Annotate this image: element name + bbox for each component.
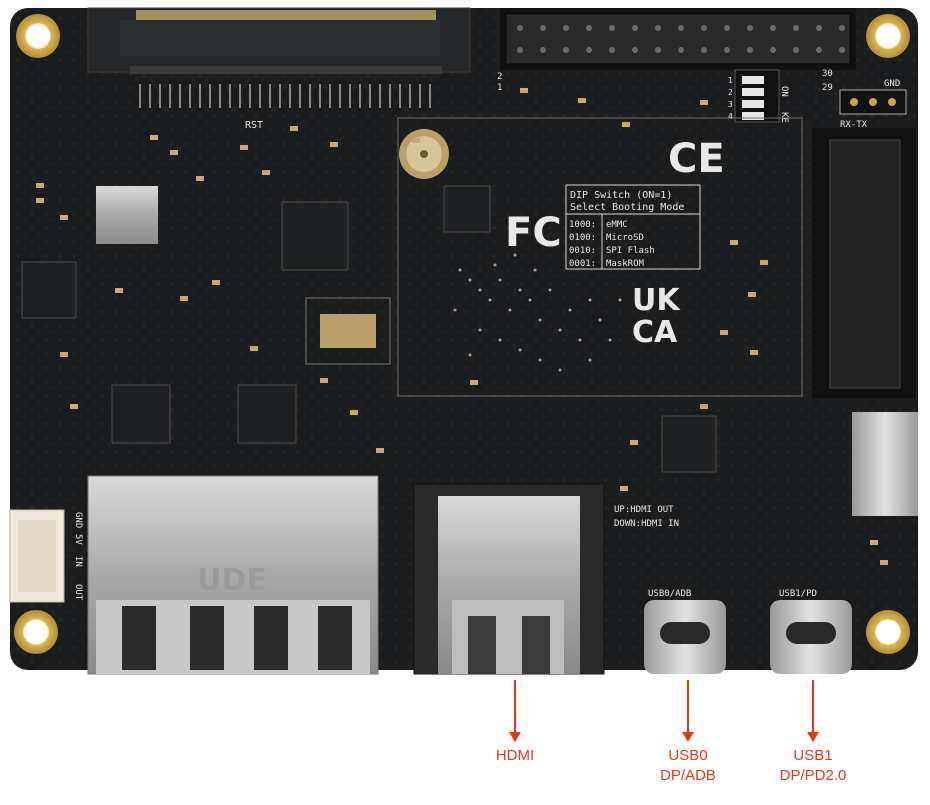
dip-row-mode: eMMC xyxy=(606,220,628,230)
dip-number-2: 2 xyxy=(728,88,733,97)
pin-1-label: 1 xyxy=(497,83,502,93)
dip-row-code: 0100: xyxy=(569,233,596,243)
hdmi-connector xyxy=(413,483,605,675)
hdmi-callout-arrow xyxy=(509,680,521,742)
rx-tx-label: RX-TX xyxy=(840,120,868,130)
dip-number-3: 3 xyxy=(728,100,733,109)
ce-mark: CE xyxy=(668,136,725,182)
ethernet-jacks xyxy=(87,475,379,675)
uart-label-in: IN xyxy=(73,556,83,567)
m2-slot xyxy=(812,128,916,398)
usb1-callout-arrow xyxy=(807,680,819,742)
dip-row-mode: SPI Flash xyxy=(606,246,655,256)
usb1-silk-label: USB1/PD xyxy=(779,589,817,599)
dip-row-code: 1000: xyxy=(569,220,596,230)
dip-row-mode: MicroSD xyxy=(606,233,644,243)
hdmi-switch-down-label: DOWN:HDMI IN xyxy=(614,519,679,529)
chips xyxy=(21,185,717,473)
soc-area-outline xyxy=(397,117,803,397)
hdmi-callout-label: HDMI xyxy=(495,747,535,764)
mounting-hole-bottom-right xyxy=(866,610,910,654)
dip-number-4: 4 xyxy=(728,112,733,121)
ukca-mark-bottom: CA xyxy=(632,315,678,350)
ukca-mark-top: UK xyxy=(632,283,681,318)
usb0-port xyxy=(644,600,726,674)
uart-header-right xyxy=(839,89,907,115)
dip-row-code: 0001: xyxy=(569,259,596,269)
usb0-callout-label: USB0 DP/ADB xyxy=(660,747,716,784)
gnd-label: GND xyxy=(884,79,900,89)
dip-on-label: ON xyxy=(779,86,789,97)
dip-row-code: 0010: xyxy=(569,246,596,256)
mounting-hole-top-left xyxy=(16,14,60,58)
pin-29-label: 29 xyxy=(822,83,833,93)
smd-components xyxy=(36,88,888,565)
uart-label-5v: 5V xyxy=(73,534,83,545)
usb1-callout-label: USB1 DP/PD2.0 xyxy=(779,747,847,784)
dip-row-mode: MaskROM xyxy=(606,259,645,269)
bga-dots xyxy=(453,253,622,372)
hdmi-switch-up-label: UP:HDMI OUT xyxy=(614,505,674,515)
pin-30-label: 30 xyxy=(822,69,833,79)
pin-2-label: 2 xyxy=(497,72,502,82)
dip-switch xyxy=(734,69,780,123)
pmic-chip xyxy=(305,297,391,365)
usb0-silk-label: USB0/ADB xyxy=(648,589,691,599)
dip-boot-table xyxy=(565,184,701,270)
uart-connector-left xyxy=(9,509,65,603)
microsd-slot xyxy=(852,412,918,516)
usb1-port xyxy=(770,600,852,674)
inductor xyxy=(96,186,158,244)
rst-label: RST xyxy=(245,120,263,131)
buzzer xyxy=(399,129,449,179)
dip-number-1: 1 xyxy=(728,76,733,85)
pmic-pad xyxy=(320,314,376,348)
usb0-callout-arrow xyxy=(682,680,694,742)
mounting-hole-bottom-left xyxy=(14,610,58,654)
edge-connector-top xyxy=(87,7,471,108)
uart-label-out: OUT xyxy=(73,584,83,601)
fc-mark: FC xyxy=(505,210,562,256)
dip-table-subtitle: Select Booting Mode xyxy=(570,202,684,213)
uart-label-gnd: GND xyxy=(73,512,83,528)
gpio-header xyxy=(500,8,856,70)
dip-table-title: DIP Switch (ON=1) xyxy=(570,190,672,201)
ethernet-brand: UDE xyxy=(197,563,267,598)
dip-ke-label: KE xyxy=(779,112,789,123)
mounting-hole-top-right xyxy=(866,14,910,58)
